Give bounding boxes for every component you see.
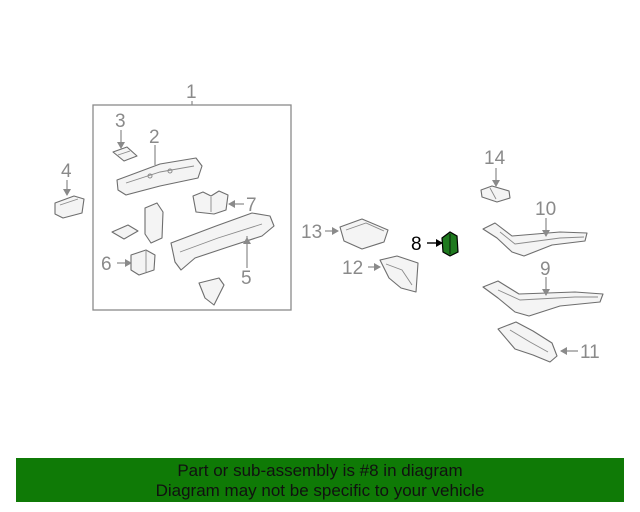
callout-6: 6 [101, 254, 112, 275]
part-11[interactable] [497, 321, 558, 363]
part-4[interactable] [54, 195, 85, 219]
part-3[interactable] [112, 146, 138, 162]
part-5[interactable] [170, 212, 275, 271]
part-12[interactable] [379, 255, 419, 293]
callout-3: 3 [115, 111, 126, 132]
part-8-highlighted[interactable] [441, 231, 459, 257]
callout-7: 7 [246, 195, 257, 216]
part-7[interactable] [192, 190, 229, 215]
part-2[interactable] [116, 157, 203, 196]
callout-8: 8 [411, 234, 422, 255]
callout-1: 1 [186, 82, 197, 103]
callout-9: 9 [540, 259, 551, 280]
part-10[interactable] [482, 222, 588, 257]
part-clip-small[interactable] [111, 224, 139, 240]
callout-13: 13 [301, 222, 322, 243]
part-6[interactable] [130, 249, 156, 276]
callout-14: 14 [484, 148, 506, 169]
info-banner: Part or sub-assembly is #8 in diagram Di… [16, 458, 624, 502]
part-bracket-lower[interactable] [198, 277, 225, 306]
banner-line-part: Part or sub-assembly is #8 in diagram [177, 461, 463, 480]
part-bracket-small[interactable] [144, 202, 164, 244]
callout-2: 2 [149, 127, 160, 148]
callout-12: 12 [342, 258, 363, 279]
assembly-1-frame [92, 104, 292, 311]
banner-line-disclaimer: Diagram may not be specific to your vehi… [155, 481, 485, 500]
part-9[interactable] [482, 280, 604, 317]
part-14[interactable] [480, 185, 511, 203]
callout-4: 4 [61, 161, 72, 182]
callout-11: 11 [580, 342, 600, 363]
callout-5: 5 [241, 268, 252, 289]
callout-10: 10 [535, 199, 556, 220]
part-13[interactable] [339, 218, 389, 250]
